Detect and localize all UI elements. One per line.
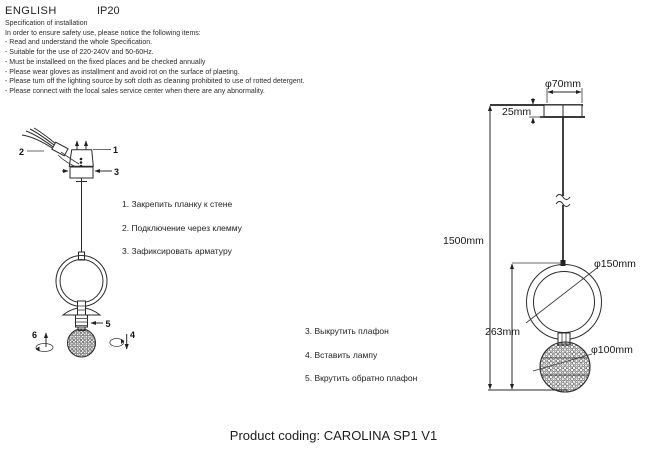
language-label: ENGLISH bbox=[5, 5, 57, 17]
mounting-step: 3. Зафиксировать арматуру bbox=[122, 246, 232, 257]
product-coding: Product coding: CAROLINA SP1 V1 bbox=[229, 428, 438, 443]
callout-bracket: 1 bbox=[113, 145, 118, 155]
lamp-step: 5. Вкрутить обратно плафон bbox=[305, 373, 418, 384]
mounting-step: 1. Закрепить планку к стене bbox=[122, 199, 233, 209]
svg-text:25mm: 25mm bbox=[502, 106, 531, 118]
specification-item: - Read and understand the whole Specific… bbox=[5, 39, 153, 47]
dimension-figure: φ70mm 25mm φ150mm bbox=[443, 78, 636, 393]
dim-canopy-diameter: φ70mm bbox=[545, 78, 583, 103]
dim-ball-diameter: φ100mm bbox=[591, 344, 633, 356]
specification-item: - Suitable for the use of 220-240V and 5… bbox=[5, 49, 154, 57]
ip-rating-label: IP20 bbox=[97, 5, 120, 17]
installation-figure: 2 1 3 bbox=[19, 127, 135, 358]
cable-dim-drawing bbox=[555, 117, 571, 266]
specification-title: Specification of installation bbox=[5, 20, 88, 27]
ring-dim-drawing bbox=[526, 264, 602, 340]
lamp-steps: 3. Выкрутить плафон 4. Вставить лампу 5.… bbox=[305, 326, 417, 397]
lamp-socket bbox=[75, 314, 88, 331]
specification-block: Specification of installation In order t… bbox=[5, 19, 305, 97]
dim-ring-diameter: φ150mm bbox=[594, 258, 636, 270]
callout-canopy: 3 bbox=[114, 167, 119, 177]
specification-intro: In order to ensure safety use, please no… bbox=[5, 29, 201, 37]
mounting-steps: 1. Закрепить планку к стене 2. Подключен… bbox=[122, 199, 242, 270]
callout-rotate-remove: 4 bbox=[130, 330, 135, 340]
dim-fixture-height: 263mm bbox=[485, 262, 563, 390]
callout-rotate-attach: 6 bbox=[32, 330, 37, 340]
svg-text:φ70mm: φ70mm bbox=[545, 78, 581, 90]
rotate-remove-indicator: 4 bbox=[109, 330, 135, 350]
dim-total-height: 1500mm bbox=[443, 105, 568, 391]
svg-text:263mm: 263mm bbox=[485, 326, 520, 338]
ring-diameter-leader bbox=[525, 267, 598, 324]
rotate-attach-indicator: 6 bbox=[32, 330, 54, 352]
canopy-dim-drawing bbox=[540, 104, 585, 118]
svg-text:1500mm: 1500mm bbox=[443, 235, 484, 247]
specification-item: - Please turn off the lighting source by… bbox=[5, 78, 305, 86]
specification-item: - Must be installeed on the fixed places… bbox=[5, 58, 206, 66]
lamp-step: 3. Выкрутить плафон bbox=[305, 326, 389, 336]
lamp-step: 4. Вставить лампу bbox=[305, 349, 378, 360]
light-ring bbox=[55, 255, 108, 307]
ball-diameter-leader bbox=[532, 353, 593, 372]
crystal-ball bbox=[67, 328, 96, 358]
mounting-step: 2. Подключение через клемму bbox=[122, 222, 242, 233]
stem bbox=[77, 300, 86, 316]
dim-canopy-height: 25mm bbox=[502, 98, 544, 124]
specification-item: - Please connect with the local sales se… bbox=[5, 87, 265, 95]
specification-item: - Please wear gloves as installment and … bbox=[5, 68, 240, 76]
callout-socket: 5 bbox=[106, 319, 111, 329]
ball-dim-drawing bbox=[539, 341, 591, 393]
canopy bbox=[69, 166, 94, 179]
supply-wires bbox=[21, 127, 69, 157]
terminal-block bbox=[51, 141, 69, 157]
callout-wires: 2 bbox=[19, 147, 24, 157]
